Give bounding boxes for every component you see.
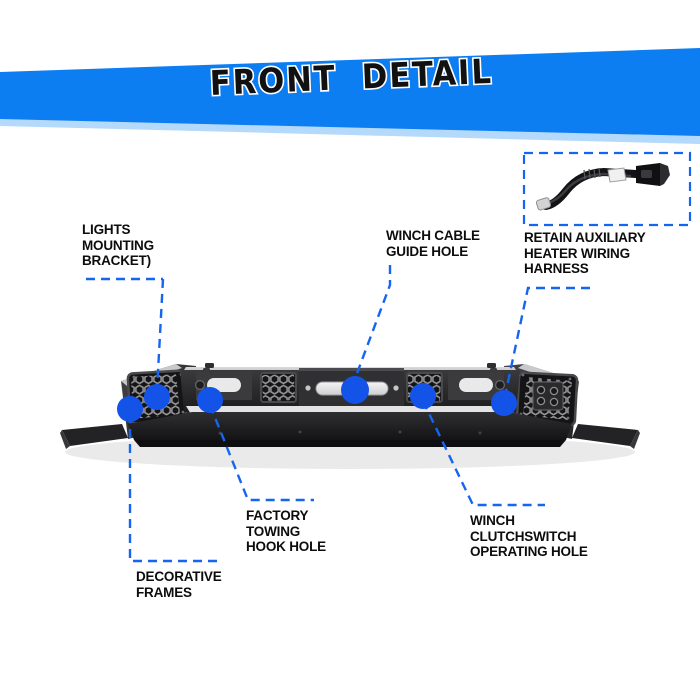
led-light-pod [532,381,564,411]
left-wing [62,424,128,446]
callout-label-winch-clutchswitch-operating-hole: WINCH CLUTCHSWITCH OPERATING HOLE [470,513,588,559]
leader-wiring-harness [503,286,590,397]
callout-label-decorative-frames: DECORATIVE FRAMES [136,569,222,600]
mesh-vent-left [260,372,297,403]
banner-band [0,48,700,136]
factory-tow-hook-recess-right [448,368,506,400]
leader-winch-cable-guide [354,265,392,377]
leader-winch-clutchswitch [421,400,545,507]
callout-leader-lines [86,265,590,563]
marker-retain-auxiliary-heater-wiring-harness[interactable] [491,390,517,416]
marker-winch-cable-guide-hole[interactable] [341,376,369,404]
right-wing [572,424,638,446]
inset-wiring-harness [522,151,692,227]
inset-dashed-border [522,151,692,227]
callout-label-lights-mounting-bracket: LIGHTS MOUNTING BRACKET) [82,222,154,268]
bumper-skid-plate [128,412,572,440]
callout-label-winch-cable-guide-hole: WINCH CABLE GUIDE HOLE [386,228,480,259]
callout-label-factory-towing-hook-hole: FACTORY TOWING HOOK HOLE [246,508,326,554]
callout-markers [117,376,517,422]
leader-decorative-frames [128,414,218,563]
marker-factory-towing-hook-hole[interactable] [197,387,223,413]
marker-lights-mounting-bracket[interactable] [144,384,170,410]
header-banner [0,48,700,144]
leader-factory-towing-hook [208,404,314,502]
callout-label-retain-auxiliary-heater-wiring-harness: RETAIN AUXILIARY HEATER WIRING HARNESS [524,230,646,276]
marker-winch-clutchswitch-operating-hole[interactable] [410,383,436,409]
marker-decorative-frames[interactable] [117,396,143,422]
